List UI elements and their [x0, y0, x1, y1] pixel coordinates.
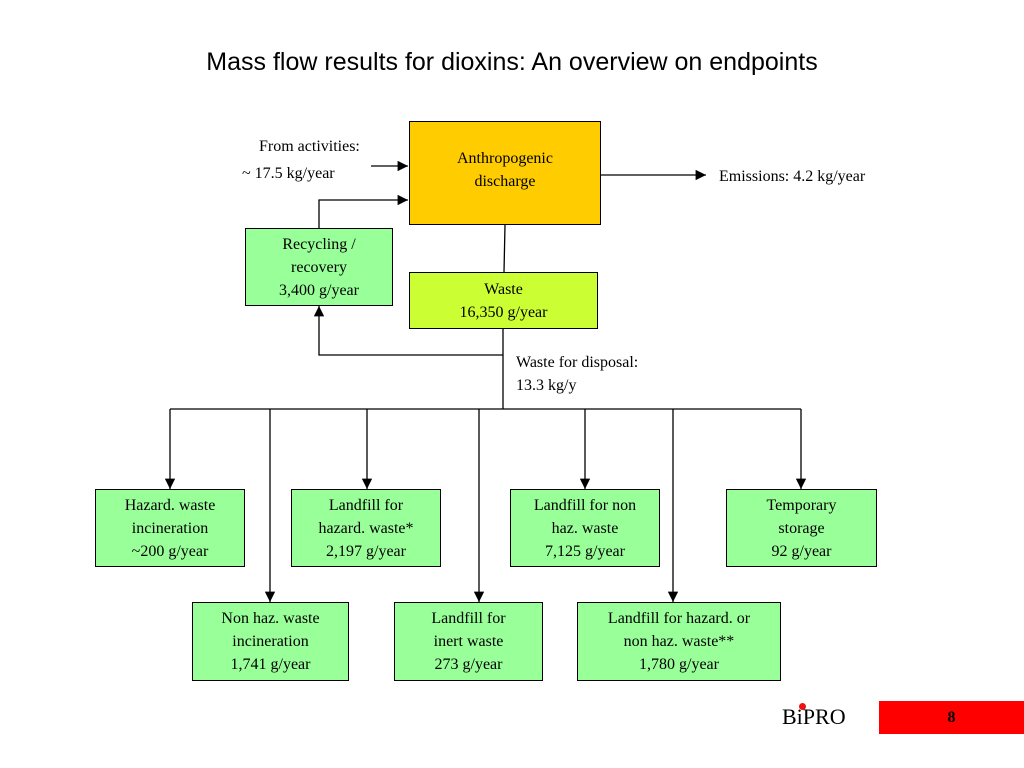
endpoint-line1: Temporary [766, 496, 837, 514]
slide-title: Mass flow results for dioxins: An overvi… [206, 48, 818, 76]
anthropogenic-to-waste-line [503, 224, 506, 273]
endpoint-value: 2,197 g/year [326, 542, 406, 560]
endpoint-line1: Hazard. waste [124, 496, 216, 514]
endpoint-line1: Non haz. waste [221, 610, 320, 627]
endpoint-landfill-hazard-or-nonhaz: Landfill for hazard. or non haz. waste**… [577, 602, 781, 681]
endpoint-line1: Landfill for [431, 610, 506, 627]
endpoint-value: 7,125 g/year [545, 542, 625, 560]
recycling-line2: recovery [291, 258, 347, 276]
endpoint-landfill-hazard: Landfill for hazard. waste* 2,197 g/year [291, 489, 441, 567]
endpoint-value: 1,741 g/year [230, 656, 311, 673]
waste-line1: Waste [484, 280, 523, 298]
endpoint-value: 273 g/year [434, 656, 503, 673]
recycling-recovery-box: Recycling / recovery 3,400 g/year [245, 228, 393, 306]
recycling-feed-arrow [313, 306, 503, 356]
endpoint-line2: incineration [131, 519, 209, 537]
waste-line2: 16,350 g/year [459, 303, 548, 321]
recycling-return-arrow [318, 194, 408, 228]
bipro-logo: BiPRO [782, 703, 846, 730]
endpoint-value: 1,780 g/year [639, 656, 719, 673]
anthropogenic-line2: discharge [474, 173, 536, 190]
recycling-line3: 3,400 g/year [279, 281, 359, 299]
endpoint-line2: haz. waste [551, 519, 619, 537]
endpoint-line1: Landfill for non [533, 496, 637, 514]
endpoint-line2: storage [778, 519, 825, 537]
endpoint-value: ~200 g/year [131, 542, 209, 560]
disposal-label-line1: Waste for disposal: [516, 354, 639, 371]
bipro-logo-text: BiPRO [782, 704, 846, 729]
endpoint-nonhaz-incineration: Non haz. waste incineration 1,741 g/year [192, 602, 349, 681]
waste-box: Waste 16,350 g/year [409, 272, 598, 329]
endpoint-temporary-storage: Temporary storage 92 g/year [726, 489, 877, 567]
inflow-label-line1: From activities: [259, 138, 360, 155]
endpoint-line2: non haz. waste** [623, 633, 735, 650]
logo-dot-icon [799, 703, 806, 710]
anthropogenic-line1: Anthropogenic [457, 150, 553, 167]
page-number-text: 8 [947, 708, 956, 726]
anthropogenic-discharge-box: Anthropogenic discharge [409, 121, 601, 225]
endpoint-line1: Landfill for hazard. or [607, 610, 751, 627]
endpoint-line1: Landfill for [328, 496, 404, 514]
endpoint-landfill-inert: Landfill for inert waste 273 g/year [394, 602, 543, 681]
endpoint-landfill-nonhaz: Landfill for non haz. waste 7,125 g/year [510, 489, 660, 567]
recycling-line1: Recycling / [282, 235, 356, 253]
endpoint-line2: hazard. waste* [318, 519, 414, 537]
endpoint-value: 92 g/year [771, 542, 832, 560]
disposal-label-line2: 13.3 kg/y [516, 377, 577, 394]
inflow-label-line2: ~ 17.5 kg/year [242, 165, 335, 182]
emissions-label: Emissions: 4.2 kg/year [719, 168, 866, 185]
page-number: 8 [879, 701, 1024, 734]
endpoint-line2: inert waste [433, 633, 504, 650]
endpoint-hazard-incineration: Hazard. waste incineration ~200 g/year [95, 489, 245, 567]
endpoint-line2: incineration [232, 633, 309, 650]
